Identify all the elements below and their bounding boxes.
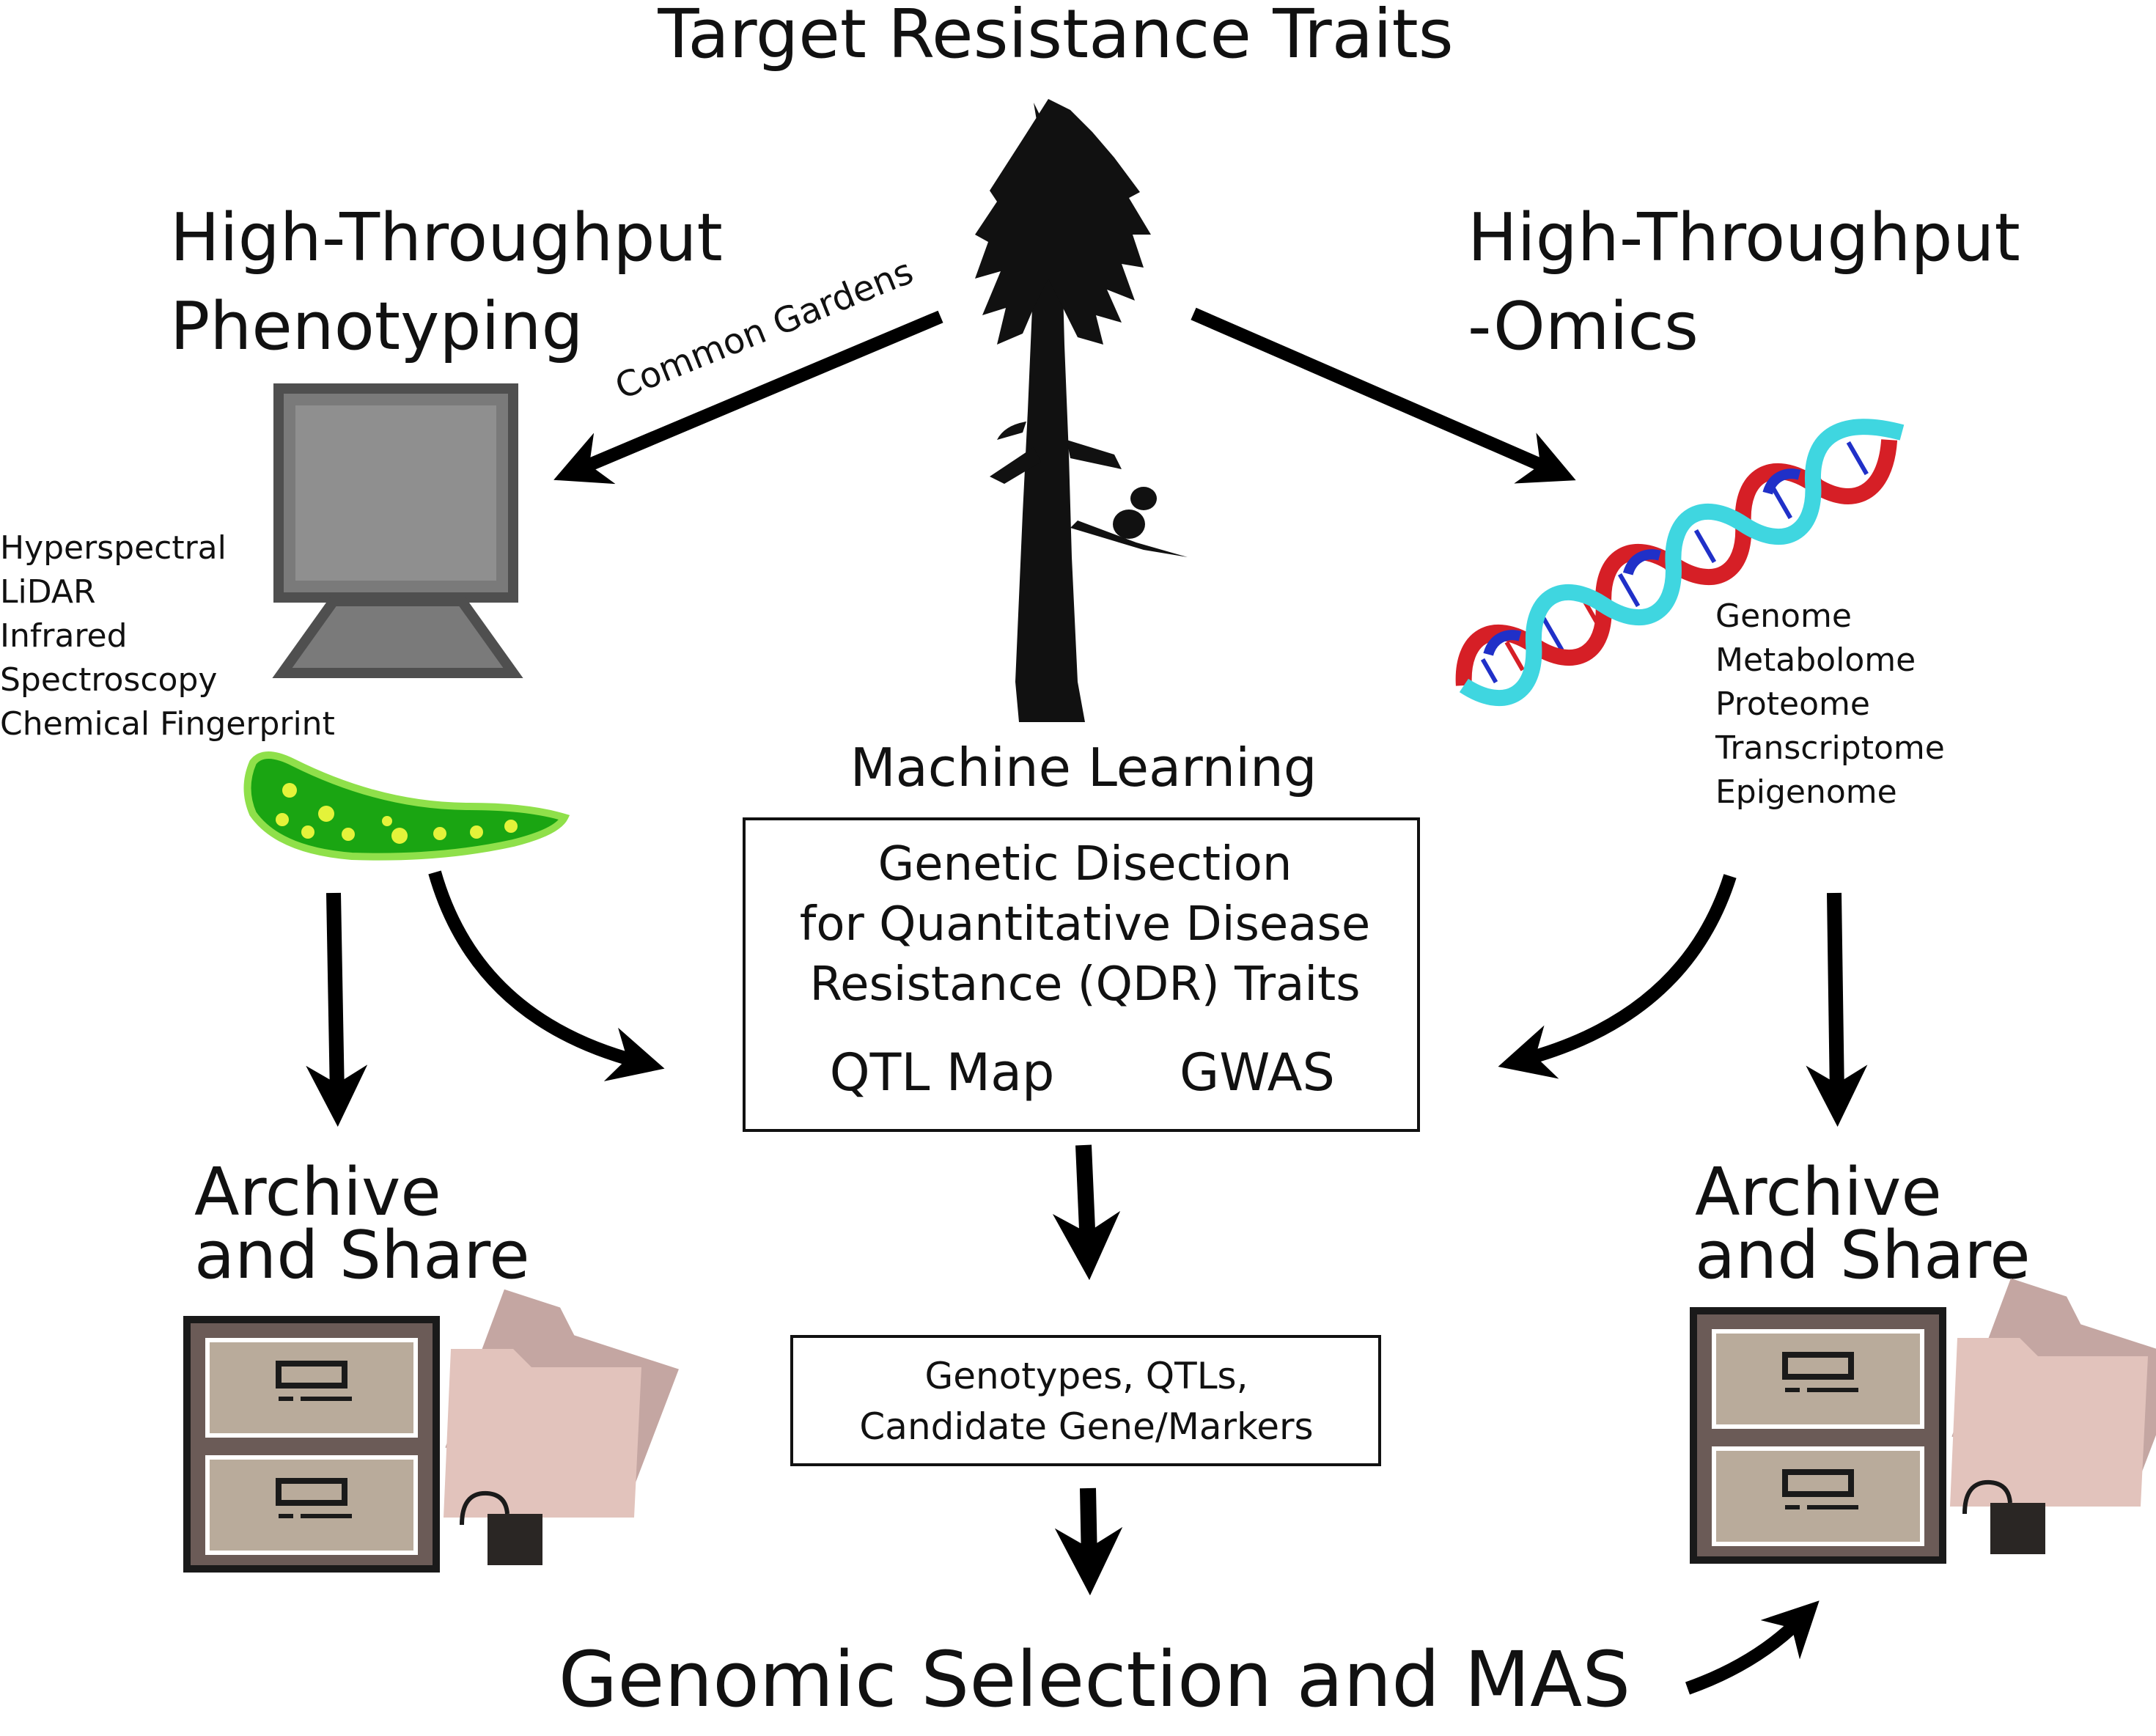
phenotyping-method: Chemical Fingerprint — [0, 705, 335, 743]
omics-to-archive-arrow — [1806, 892, 1868, 1127]
omics-method: Proteome — [1715, 685, 1870, 723]
qdr-box-line2: for Quantitative Disease — [800, 897, 1370, 952]
omics-method: Epigenome — [1715, 773, 1897, 811]
common-gardens-arrow — [553, 310, 943, 485]
phenotyping-method: Hyperspectral — [0, 529, 227, 567]
omics-heading-line1: High-Throughput — [1468, 199, 2020, 276]
omics-method: Metabolome — [1715, 641, 1916, 679]
qtl-map-label: QTL Map — [830, 1042, 1055, 1103]
output-line1: Genotypes, QTLs, — [924, 1355, 1248, 1397]
right-archive-heading-line1: Archive — [1695, 1154, 1942, 1231]
left-file-cabinet-icon — [187, 1320, 436, 1569]
phenotyping-heading-line1: High-Throughput — [170, 199, 723, 276]
phenotyping-heading-line2: Phenotyping — [170, 288, 584, 365]
output-line2: Candidate Gene/Markers — [859, 1405, 1313, 1448]
genomic-selection-heading: Genomic Selection and MAS — [559, 1635, 1631, 1724]
right-archive-heading-line2: and Share — [1695, 1217, 2031, 1294]
omics-method: Transcriptome — [1715, 729, 1945, 767]
omics-heading-line2: -Omics — [1468, 288, 1699, 365]
leaf-icon — [243, 751, 570, 861]
gwas-label: GWAS — [1180, 1042, 1335, 1103]
tree-icon — [975, 99, 1188, 722]
left-folder-icon — [444, 1287, 686, 1518]
qdr-box-line3: Resistance (QDR) Traits — [809, 957, 1360, 1012]
right-file-cabinet-icon — [1693, 1311, 1943, 1560]
ml-to-output-arrow — [1052, 1144, 1121, 1281]
phenotyping-to-archive-arrow — [306, 892, 368, 1127]
phenotyping-to-ml-arrow — [428, 870, 665, 1081]
machine-learning-heading: Machine Learning — [850, 737, 1317, 798]
left-archive-heading-line1: Archive — [194, 1154, 441, 1231]
phenotyping-method: LiDAR — [0, 573, 96, 611]
omics-method: Genome — [1715, 597, 1852, 635]
phenotyping-method: Infrared — [0, 617, 128, 655]
dna-helix-icon — [1455, 419, 1905, 706]
monitor-icon — [272, 383, 523, 678]
tree-to-omics-arrow — [1191, 307, 1576, 484]
output-to-selection-arrow — [1054, 1487, 1123, 1596]
qdr-box-line1: Genetic Disection — [878, 837, 1292, 891]
selection-to-archive-arrow — [1685, 1600, 1820, 1695]
right-folder-icon — [1950, 1276, 2156, 1507]
output-box — [790, 1335, 1381, 1466]
phenotyping-method: Spectroscopy — [0, 661, 217, 699]
diagram-title: Target Resistance Traits — [657, 0, 1453, 73]
omics-to-ml-arrow — [1498, 874, 1737, 1079]
left-archive-heading-line2: and Share — [194, 1217, 530, 1294]
qdr-analysis-box — [743, 817, 1420, 1132]
